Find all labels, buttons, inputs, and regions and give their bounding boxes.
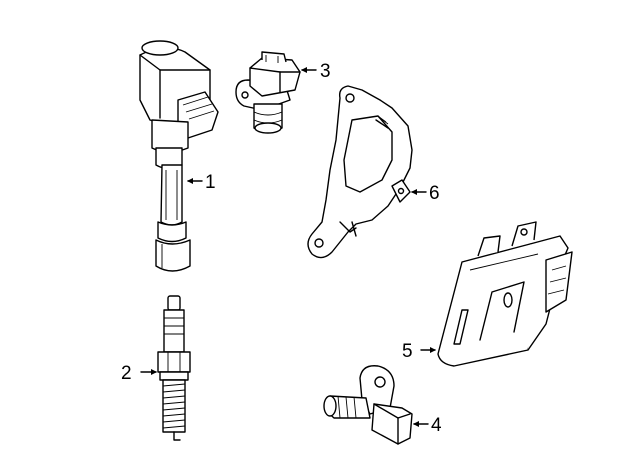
callout-3: 3	[301, 61, 331, 82]
spark-plug-icon	[157, 295, 191, 441]
mounting-bracket-icon	[307, 85, 413, 259]
callout-2-label: 2	[121, 363, 132, 384]
crankshaft-sensor-icon	[323, 365, 413, 445]
callout-4: 4	[413, 415, 442, 436]
callout-1: 1	[187, 172, 216, 193]
camshaft-sensor-icon	[235, 51, 301, 134]
callout-3-label: 3	[320, 61, 331, 82]
callout-6: 6	[411, 183, 440, 204]
callout-2: 2	[121, 363, 157, 384]
callout-5: 5	[402, 341, 436, 362]
callout-5-label: 5	[402, 341, 413, 362]
callout-1-label: 1	[205, 172, 216, 193]
callout-6-label: 6	[429, 183, 440, 204]
control-module-icon	[437, 221, 573, 367]
ignition-coil-icon	[139, 40, 219, 272]
callout-4-label: 4	[431, 415, 442, 436]
